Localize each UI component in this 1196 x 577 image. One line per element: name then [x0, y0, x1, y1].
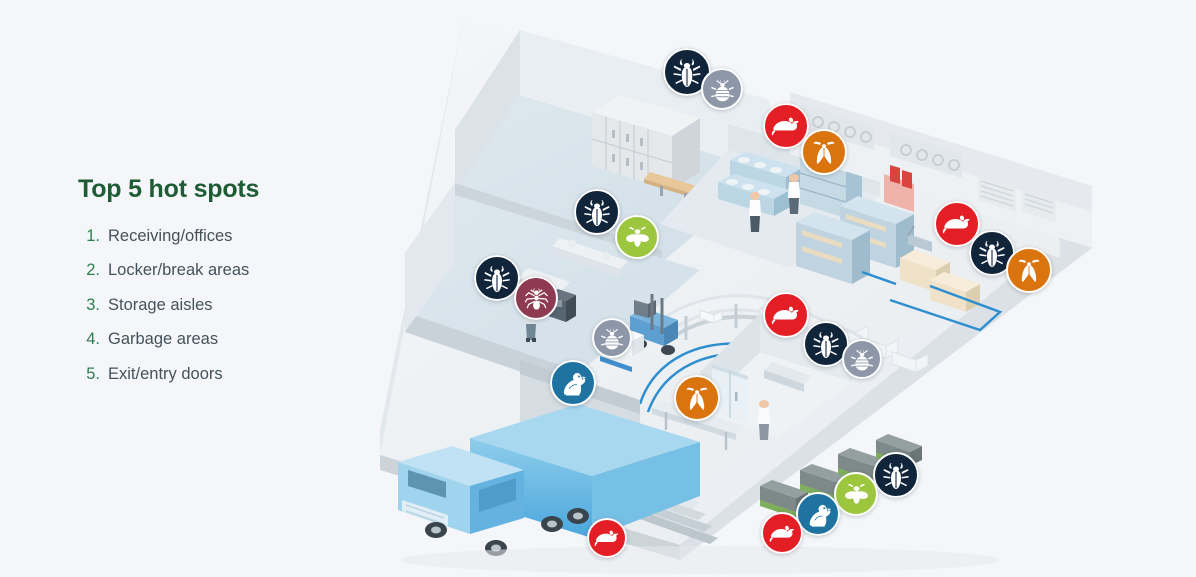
exterior-back-wall: [790, 92, 1092, 258]
pest-marker-ant-icon[interactable]: [514, 276, 558, 320]
hot-spots-legend: Top 5 hot spots 1. Receiving/offices 2. …: [78, 175, 378, 399]
pest-marker-fly-icon[interactable]: [834, 472, 878, 516]
pest-marker-cockroach-icon[interactable]: [474, 255, 520, 301]
list-item: 2. Locker/break areas: [78, 260, 378, 281]
pest-marker-cockroach-icon[interactable]: [873, 452, 919, 498]
list-item-number: 2.: [86, 261, 100, 280]
list-item-number: 4.: [86, 330, 100, 349]
pest-marker-moth-icon[interactable]: [674, 375, 720, 421]
pest-marker-bedbug-icon[interactable]: [592, 318, 632, 358]
pest-marker-rodent-icon[interactable]: [763, 292, 809, 338]
pest-marker-rodent-icon[interactable]: [761, 512, 803, 554]
list-item-label: Locker/break areas: [108, 261, 250, 280]
list-item: 3. Storage aisles: [78, 295, 378, 316]
worker-figure: [749, 192, 761, 232]
pest-marker-bedbug-icon[interactable]: [842, 339, 882, 379]
list-item-number: 5.: [86, 365, 100, 383]
pest-marker-bird-icon[interactable]: [550, 360, 596, 406]
worker-figure: [758, 400, 770, 440]
list-item-label: Storage aisles: [108, 295, 213, 314]
worker-figure: [788, 174, 800, 214]
list-item: 5. Exit/entry doors: [78, 364, 378, 385]
pest-marker-bird-icon[interactable]: [796, 492, 840, 536]
page-title: Top 5 hot spots: [78, 175, 260, 203]
pest-marker-rodent-icon[interactable]: [587, 518, 627, 558]
list-item: 1. Receiving/offices: [78, 226, 378, 247]
wall-vent: [978, 174, 1016, 212]
hot-spots-list: 1. Receiving/offices 2. Locker/break are…: [78, 226, 378, 385]
delivery-truck: [398, 404, 700, 556]
list-item-number: 1.: [86, 226, 100, 245]
hvac-unit: [890, 132, 962, 178]
list-item-label: Garbage areas: [108, 330, 219, 349]
locker-bank: [591, 95, 700, 190]
pest-marker-moth-icon[interactable]: [1006, 247, 1052, 293]
wall-vent: [1022, 188, 1056, 222]
pest-marker-moth-icon[interactable]: [801, 129, 847, 175]
pest-marker-fly-icon[interactable]: [615, 215, 659, 259]
list-item: 4. Garbage areas: [78, 329, 378, 350]
fire-safety-station: [884, 165, 914, 212]
pest-marker-cockroach-icon[interactable]: [663, 48, 711, 96]
pallet-jack: [907, 225, 932, 252]
storage-aisles: [796, 196, 1003, 373]
pest-marker-cockroach-icon[interactable]: [574, 189, 620, 235]
list-item-number: 3.: [86, 295, 100, 314]
pest-marker-bedbug-icon[interactable]: [701, 68, 743, 110]
production-prep-area: [660, 124, 880, 268]
list-item-label: Exit/entry doors: [108, 365, 223, 383]
list-item-label: Receiving/offices: [108, 226, 233, 245]
pallet-stack: [930, 272, 980, 312]
inspection-office: [690, 314, 852, 440]
glass-door: [712, 364, 748, 424]
